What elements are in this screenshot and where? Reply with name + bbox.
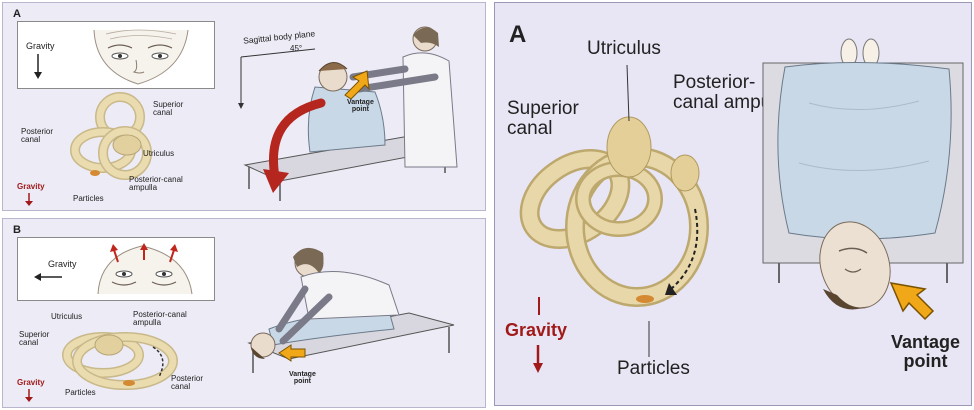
panel-right: A Utriculus Posterior- canal ampulla Sup… <box>494 2 972 406</box>
panel-b-gravity-red-arrow-icon <box>25 389 35 403</box>
panel-a-posterior-canal-label: Posterior canal <box>21 128 53 145</box>
panel-b-face-icon <box>92 242 202 298</box>
panel-right-particles-leader-line <box>645 321 655 361</box>
panel-a-face-icon <box>88 26 198 86</box>
panel-b-gravity-label: Gravity <box>17 379 45 387</box>
panel-b-vantage-label: Vantage point <box>289 371 316 386</box>
panel-right-patient-illustration <box>759 43 969 343</box>
panel-b-gravity-box-label: Gravity <box>48 260 77 269</box>
panel-right-letter: A <box>509 21 526 49</box>
panel-right-gravity-red-arrow-icon <box>533 345 547 375</box>
panel-right-particles-label: Particles <box>617 359 690 379</box>
panel-a-gravity-down-arrow-icon <box>32 54 52 84</box>
panel-a-particles-label: Particles <box>73 195 104 203</box>
panel-b-scene-illustration <box>239 233 469 383</box>
panel-right-utriculus-label: Utriculus <box>587 39 661 59</box>
panel-b: B Gravity Utriculus <box>2 218 486 408</box>
panel-b-ampulla-label: Posterior-canal ampulla <box>133 311 187 328</box>
panel-a-vantage-label: Vantage point <box>347 99 374 114</box>
panel-a-letter: A <box>13 8 21 20</box>
panel-right-superior-canal-label: Superior canal <box>507 99 579 139</box>
panel-a-superior-canal-label: Superior canal <box>153 101 183 118</box>
panel-b-letter: B <box>13 224 21 236</box>
panel-right-gravity-label: Gravity <box>505 321 567 340</box>
panel-a-ampulla-label: Posterior-canal ampulla <box>129 176 183 193</box>
panel-a-gravity-box: Gravity <box>17 21 215 89</box>
panel-b-gravity-box: Gravity <box>17 237 215 301</box>
panel-b-gravity-left-arrow-icon <box>34 272 64 284</box>
panel-b-utriculus-label: Utriculus <box>51 313 82 321</box>
panel-right-vantage-arrow-icon <box>887 279 937 329</box>
panel-a-utriculus-label: Utriculus <box>143 150 174 158</box>
panel-a-gravity-label: Gravity <box>17 183 45 191</box>
panel-a-gravity-red-arrow-icon <box>25 193 35 207</box>
panel-b-superior-canal-label: Superior canal <box>19 331 49 348</box>
panel-a-gravity-box-label: Gravity <box>26 42 55 51</box>
panel-right-utriculus-leader-line <box>623 65 633 125</box>
panel-right-vantage-label: Vantage point <box>891 333 960 371</box>
panel-a: A Gravity Superior c <box>2 2 486 211</box>
panel-b-particles-label: Particles <box>65 389 96 397</box>
panel-b-posterior-canal-label: Posterior canal <box>171 375 203 392</box>
panel-right-gravity-up-tick-icon <box>535 297 545 317</box>
